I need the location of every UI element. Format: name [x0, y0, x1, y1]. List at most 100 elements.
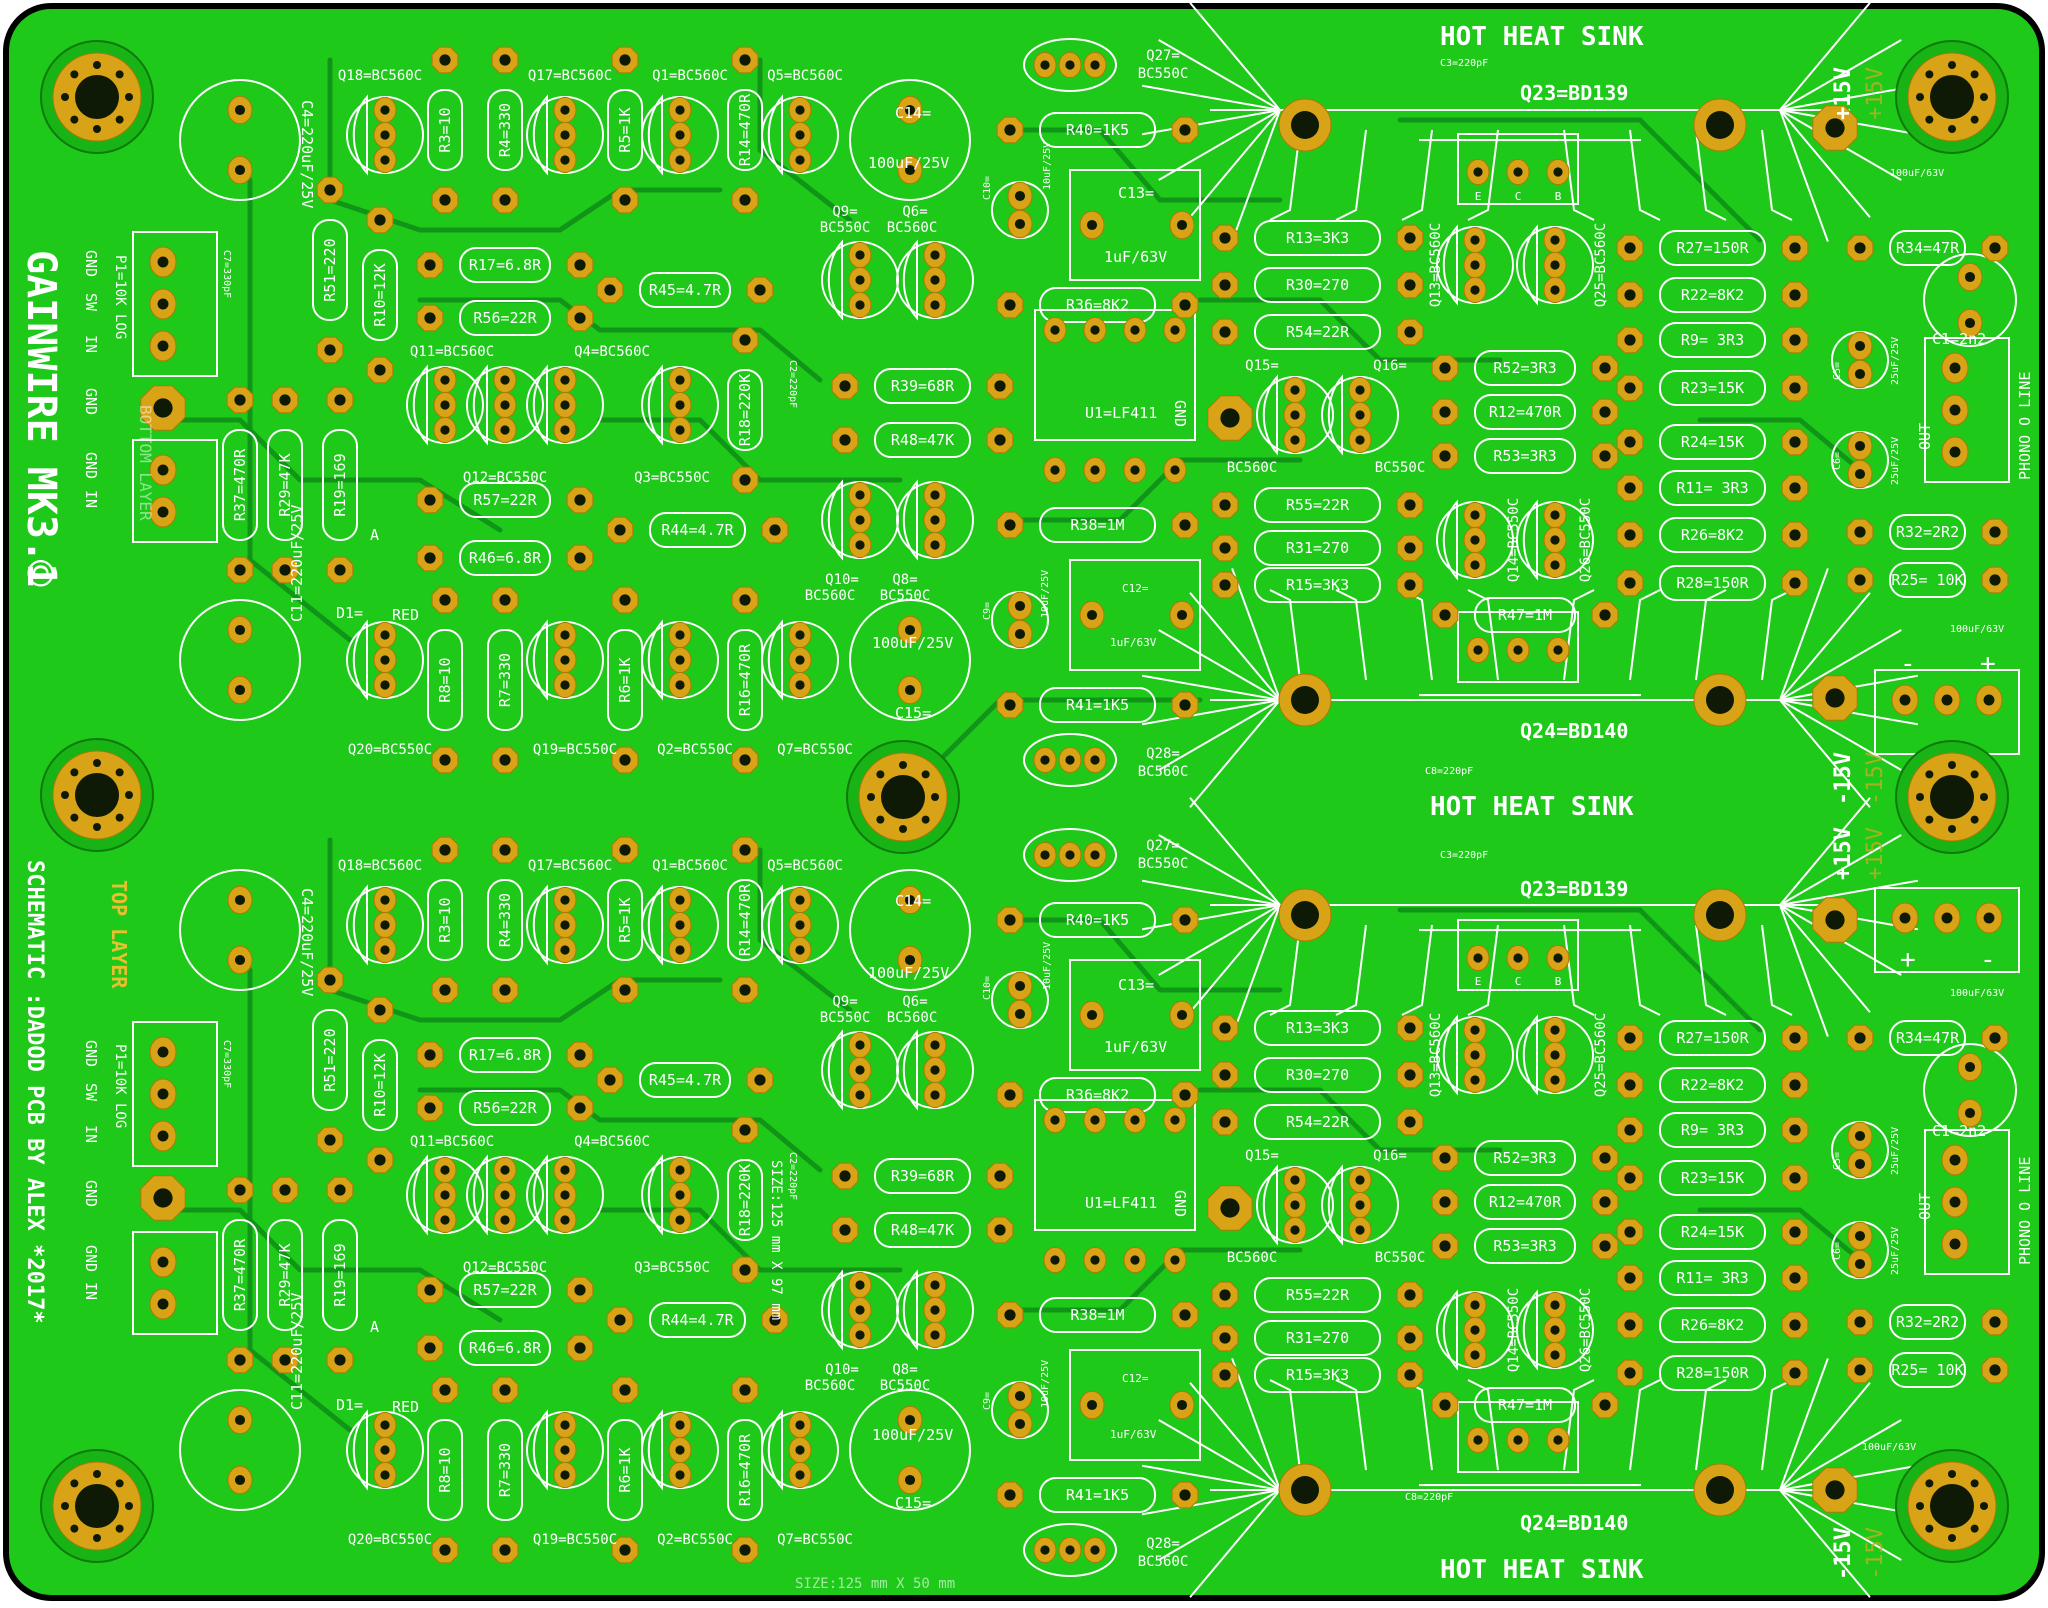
- pad-hole: [795, 1420, 804, 1429]
- pad-hole: [560, 1420, 569, 1429]
- transistor-label: Q18=BC560C: [338, 68, 422, 84]
- pad-hole: [1130, 465, 1139, 474]
- pad-hole: [158, 1047, 169, 1058]
- pad-hole: [1965, 272, 1975, 282]
- pad-hole: [1550, 1075, 1559, 1084]
- mount-via: [70, 814, 78, 822]
- pad-hole: [334, 564, 345, 575]
- pad-hole: [439, 844, 450, 855]
- pad-hole: [324, 974, 335, 985]
- transistor-label: Q10=: [825, 572, 859, 588]
- pad-hole: [560, 425, 569, 434]
- pad-hole: [1219, 326, 1230, 337]
- pad-hole: [1989, 574, 2000, 585]
- pad-hole: [1470, 1025, 1479, 1034]
- pad-hole: [1179, 1089, 1190, 1100]
- pad-hole: [1355, 435, 1364, 444]
- pad-hole: [1942, 695, 1953, 706]
- transistor-label: Q6=: [902, 994, 927, 1010]
- pad-hole: [1065, 1545, 1074, 1554]
- c12-value: 1uF/63V: [1110, 636, 1157, 649]
- pad-hole: [619, 194, 630, 205]
- pad-hole: [380, 655, 389, 664]
- pad-hole: [1050, 465, 1059, 474]
- c14-value: 100uF/25V: [868, 154, 949, 172]
- pad-hole: [234, 1354, 245, 1365]
- pad-hole: [1179, 124, 1190, 135]
- pad-hole: [1015, 629, 1025, 639]
- pad-hole: [1179, 1489, 1190, 1500]
- pad-hole: [1599, 1399, 1610, 1410]
- minus15-ghost-2: -15V: [1863, 1527, 1888, 1580]
- pad-hole: [675, 1445, 684, 1454]
- pad-hole: [675, 400, 684, 409]
- resistor-value-label: R34=47R: [1896, 1029, 1960, 1047]
- resistor-value-label: R11= 3R3: [1676, 479, 1748, 497]
- transistor-label: Q27=: [1146, 48, 1180, 64]
- mount-via: [93, 125, 101, 133]
- pad-hole: [374, 364, 385, 375]
- pad-hole: [1090, 325, 1099, 334]
- pad-hole: [1984, 695, 1995, 706]
- pad-hole: [1355, 1175, 1364, 1184]
- c13-label-2: C13=: [1118, 976, 1154, 994]
- pad-hole: [439, 754, 450, 765]
- resistor-value-label: R39=68R: [891, 1167, 955, 1185]
- pad-hole: [158, 1131, 169, 1142]
- c10-label-2: C10=: [982, 976, 993, 1000]
- pad-hole: [560, 630, 569, 639]
- pad-hole: [1550, 260, 1559, 269]
- pad-hole: [500, 1215, 509, 1224]
- resistor-value-label: R28=150R: [1676, 1364, 1749, 1382]
- transistor-label: Q9=: [832, 204, 857, 220]
- pad-hole: [1789, 482, 1800, 493]
- pad-hole: [1040, 60, 1049, 69]
- pad-hole: [1087, 1010, 1097, 1020]
- transistor-label: Q25=BC560C: [1593, 1013, 1609, 1097]
- transistor-label: Q13=BC560C: [1428, 1013, 1444, 1097]
- pad-hole: [675, 680, 684, 689]
- pad-hole: [1179, 1309, 1190, 1320]
- mount-via: [116, 116, 124, 124]
- out-label-2: OUT: [1916, 1193, 1934, 1220]
- transistor-label: Q26=BC550C: [1578, 498, 1594, 582]
- pad-hole: [574, 1102, 585, 1113]
- pad-hole: [754, 284, 765, 295]
- pad-hole: [440, 425, 449, 434]
- resistor-value-label: R52=3R3: [1493, 359, 1556, 377]
- size-bottom-label: SIZE:125 mm X 50 mm: [795, 1576, 955, 1592]
- resistor-value-label: R54=22R: [1286, 1113, 1350, 1131]
- pad-hole: [1040, 755, 1049, 764]
- transistor-label: BC560C: [1227, 1250, 1278, 1266]
- mount-via: [1948, 125, 1956, 133]
- q23-label-2: Q23=BD139: [1520, 877, 1628, 901]
- resistor-value-label: R14=470R: [736, 93, 754, 166]
- mount-via: [1948, 61, 1956, 69]
- pad-hole: [1624, 1367, 1635, 1378]
- pad-hole: [439, 1384, 450, 1395]
- pad-hole: [1553, 953, 1562, 962]
- pad-hole: [1065, 60, 1074, 69]
- pad-hole: [1599, 1152, 1610, 1163]
- resistor-value-label: R45=4.7R: [649, 1071, 722, 1089]
- pad-hole: [235, 1475, 245, 1485]
- pad-hole: [1950, 1197, 1961, 1208]
- c15-label-2: C15=: [895, 1494, 931, 1512]
- pad-hole: [1404, 1369, 1415, 1380]
- pad-hole: [614, 524, 625, 535]
- mount-via: [1925, 816, 1933, 824]
- heatsink-hole: [1706, 901, 1734, 929]
- resistor-value-label: R22=8K2: [1681, 1076, 1744, 1094]
- pad-hole: [499, 754, 510, 765]
- pad-hole: [560, 680, 569, 689]
- resistor-value-label: R25= 10K: [1891, 571, 1963, 589]
- mount-via: [1971, 816, 1979, 824]
- c2-label-2: C2=220pF: [787, 1152, 798, 1200]
- mount-via: [61, 791, 69, 799]
- pad-hole: [1219, 1332, 1230, 1343]
- pot-gnd-label-2: GND: [82, 1040, 100, 1067]
- transistor-label: Q16=: [1373, 1148, 1407, 1164]
- c4-label-2: C4=220uF/25V: [298, 888, 316, 996]
- transistor-label: Q4=BC560C: [574, 344, 650, 360]
- mount-via: [1980, 93, 1988, 101]
